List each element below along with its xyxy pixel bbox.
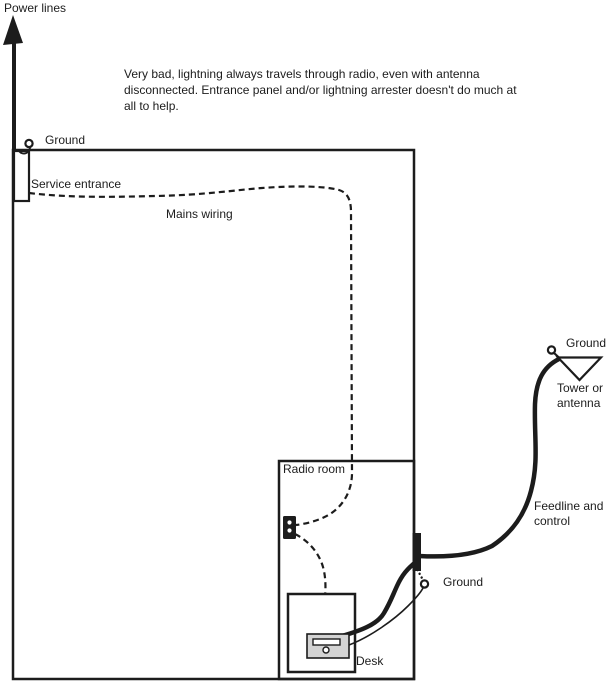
panel-ground-dotted-line xyxy=(416,568,425,582)
tower-triangle-icon xyxy=(555,356,604,382)
station-ground-wire xyxy=(348,587,424,646)
service-ground-wire xyxy=(18,146,31,155)
house-outline xyxy=(11,148,416,681)
service-entrance-box xyxy=(12,149,31,203)
radio-room-label: Radio room xyxy=(283,462,346,476)
mains-wiring-label: Mains wiring xyxy=(166,207,233,221)
feedline-indoor-line xyxy=(339,558,420,639)
desk-label: Desk xyxy=(356,654,384,668)
service-ground-rod-icon xyxy=(24,138,34,149)
outlet-icon xyxy=(283,516,296,539)
radio-power-cord-dashed-line xyxy=(294,533,327,634)
tower-or-antenna-label: Tower or antenna xyxy=(557,381,604,410)
power-lines-label: Power lines xyxy=(4,1,67,15)
mains-wiring-dashed-line xyxy=(28,185,354,527)
tower-ground-label: Ground xyxy=(566,336,607,350)
entrance-panel-bar xyxy=(412,533,421,571)
feedline-outdoor-line xyxy=(416,356,562,559)
station-ground-label: Ground xyxy=(443,575,484,589)
radio-knob xyxy=(322,646,330,654)
service-ground-label: Ground xyxy=(45,133,86,147)
power-line-arrowhead-icon xyxy=(3,15,23,45)
outlet-socket-top xyxy=(287,520,292,525)
service-entrance-label: Service entrance xyxy=(31,177,122,191)
feedline-and-control-label: Feedline and control xyxy=(534,499,604,528)
tower-ground-rod-icon xyxy=(546,345,557,355)
outlet-socket-bottom xyxy=(287,528,292,533)
station-ground-rod-icon xyxy=(419,579,430,589)
caption-note: Very bad, lightning always travels throu… xyxy=(124,67,517,113)
radio-slot xyxy=(312,638,341,646)
radio-device xyxy=(306,633,350,659)
